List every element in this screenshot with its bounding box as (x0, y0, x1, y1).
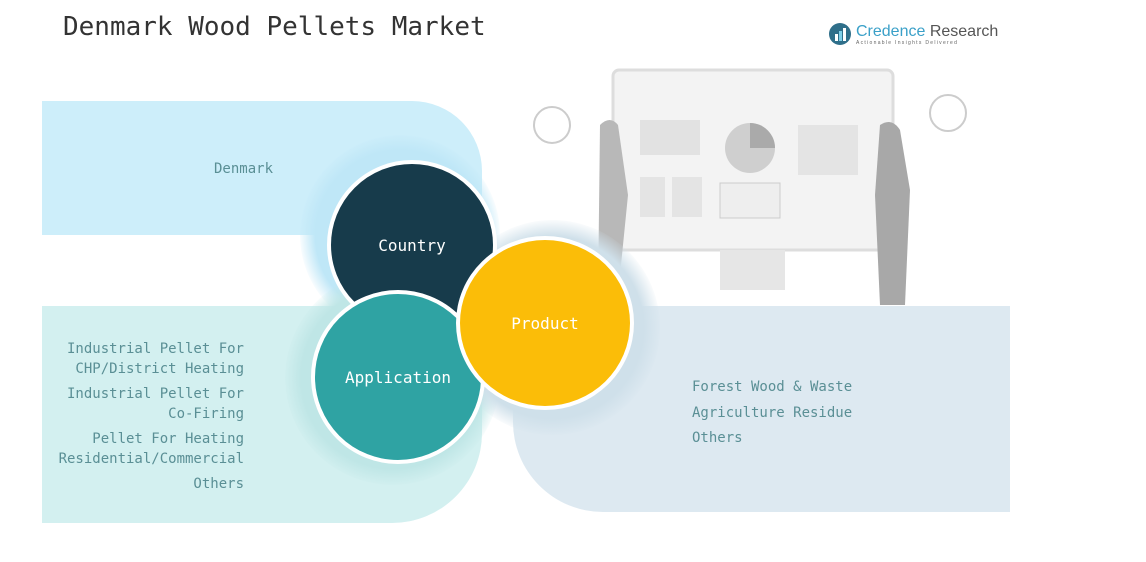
application-list: Industrial Pellet For CHP/District Heati… (42, 340, 244, 495)
logo-name-a: Credence (856, 22, 926, 40)
page-title: Denmark Wood Pellets Market (63, 12, 486, 42)
product-item: Others (692, 430, 743, 446)
application-item: Industrial Pellet For CHP/District Heati… (66, 341, 244, 377)
application-label: Application (345, 367, 451, 387)
application-item: Pellet For Heating Residential/Commercia… (58, 431, 244, 467)
product-label: Product (511, 313, 579, 333)
product-item: Forest Wood & Waste (692, 379, 853, 395)
product-list: Forest Wood & Waste Agriculture Residue … (692, 375, 852, 452)
logo-name-b: Research (925, 22, 999, 40)
country-item: Denmark (214, 161, 274, 177)
product-circle: Product (456, 236, 634, 410)
logo-tagline: Actionable Insights Delivered (856, 39, 959, 46)
logo: Credence Research Actionable Insights De… (828, 22, 998, 46)
analytics-illustration (533, 68, 967, 305)
product-item: Agriculture Residue (692, 404, 853, 421)
country-label: Country (378, 235, 446, 255)
application-item: Industrial Pellet For Co-Firing (66, 386, 244, 422)
logo-icon (829, 23, 851, 45)
application-item: Others (193, 476, 244, 492)
